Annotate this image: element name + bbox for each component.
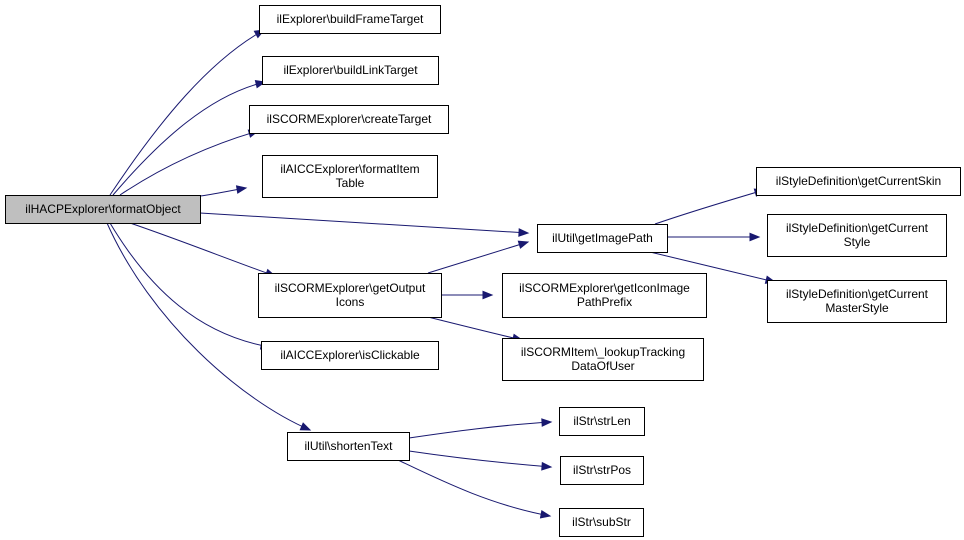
node-n14[interactable]: ilStyleDefinition\getCurrentSkin	[756, 167, 961, 196]
edge-n0-n8	[199, 212, 530, 237]
node-n7[interactable]: ilUtil\shortenText	[287, 432, 410, 461]
arrowhead	[518, 228, 530, 237]
edge-n5-n9	[441, 290, 494, 300]
edge-n0-n4	[199, 185, 248, 197]
edge-line	[106, 222, 311, 431]
arrowhead	[517, 240, 530, 249]
node-n6[interactable]: ilAICCExplorer\isClickable	[261, 341, 439, 370]
node-n1[interactable]: ilExplorer\buildFrameTarget	[259, 5, 441, 34]
node-box[interactable]	[249, 105, 449, 134]
node-label: ilAICCExplorer\formatItem	[280, 162, 419, 176]
node-box[interactable]	[287, 432, 410, 461]
node-n11[interactable]: ilStr\strLen	[559, 407, 645, 436]
edge-n0-n6	[109, 222, 272, 350]
node-label: ilStyleDefinition\getCurrent	[786, 287, 929, 301]
node-label: ilUtil\shortenText	[304, 439, 393, 453]
node-label: ilExplorer\buildLinkTarget	[283, 63, 418, 77]
edge-n0-n2	[112, 79, 267, 196]
node-n13[interactable]: ilStr\subStr	[559, 508, 644, 537]
node-label: MasterStyle	[825, 301, 889, 315]
edge-n7-n12	[408, 450, 553, 471]
edge-line	[119, 130, 259, 196]
arrowhead	[482, 290, 494, 300]
edge-n8-n14	[654, 188, 766, 225]
node-n8[interactable]: ilUtil\getImagePath	[537, 224, 668, 253]
edge-line	[397, 459, 551, 517]
node-label: ilSCORMExplorer\getIconImage	[519, 281, 690, 295]
node-n12[interactable]: ilStr\strPos	[560, 456, 644, 485]
arrowhead	[539, 510, 552, 519]
arrowhead	[541, 418, 553, 427]
edge-line	[199, 212, 529, 234]
edge-line	[112, 81, 266, 196]
node-label: ilExplorer\buildFrameTarget	[277, 12, 424, 26]
node-box[interactable]	[262, 155, 438, 198]
edge-line	[408, 450, 552, 468]
node-label: Style	[844, 235, 871, 249]
edge-n8-n15	[667, 232, 761, 242]
node-box[interactable]	[560, 456, 644, 485]
node-label: PathPrefix	[577, 295, 632, 309]
node-box[interactable]	[262, 56, 439, 85]
node-n2[interactable]: ilExplorer\buildLinkTarget	[262, 56, 439, 85]
edge-n0-n5	[129, 222, 277, 277]
arrowhead	[299, 422, 312, 431]
node-box[interactable]	[258, 273, 442, 318]
node-box[interactable]	[559, 407, 645, 436]
node-label: ilStr\strPos	[573, 463, 631, 477]
edge-n0-n3	[119, 129, 260, 196]
node-box[interactable]	[537, 224, 668, 253]
edge-line	[649, 251, 776, 283]
node-label: ilSCORMExplorer\createTarget	[267, 112, 432, 126]
node-label: ilHACPExplorer\formatObject	[25, 202, 181, 216]
arrowhead	[749, 232, 761, 242]
node-n0[interactable]: ilHACPExplorer\formatObject	[5, 195, 201, 224]
edge-n0-n1	[109, 29, 266, 196]
edge-n5-n8	[427, 240, 530, 274]
edge-line	[427, 241, 529, 274]
edge-n0-n7	[106, 222, 312, 431]
node-box[interactable]	[756, 167, 961, 196]
edge-n5-n10	[427, 316, 524, 343]
node-label: ilAICCExplorer\isClickable	[280, 348, 420, 362]
node-box[interactable]	[502, 338, 704, 381]
edge-line	[109, 222, 271, 348]
node-n3[interactable]: ilSCORMExplorer\createTarget	[249, 105, 449, 134]
edge-n7-n11	[408, 418, 553, 439]
node-label: ilStr\strLen	[573, 414, 630, 428]
node-label: Table	[336, 176, 365, 190]
edge-line	[654, 189, 765, 225]
node-label: ilSCORMExplorer\getOutput	[275, 281, 426, 295]
node-label: Icons	[336, 295, 365, 309]
node-label: ilSCORMItem\_lookupTracking	[521, 345, 685, 359]
edge-line	[427, 316, 523, 341]
node-box[interactable]	[767, 280, 947, 323]
node-box[interactable]	[502, 273, 707, 318]
node-box[interactable]	[767, 214, 947, 257]
arrowhead	[235, 185, 248, 194]
node-label: ilUtil\getImagePath	[552, 231, 653, 245]
edge-line	[129, 222, 276, 277]
node-box[interactable]	[5, 195, 201, 224]
node-box[interactable]	[559, 508, 644, 537]
edge-n7-n13	[397, 459, 552, 519]
node-box[interactable]	[259, 5, 441, 34]
node-label: ilStyleDefinition\getCurrentSkin	[776, 174, 941, 188]
edge-line	[408, 421, 552, 439]
node-label: ilStr\subStr	[572, 515, 631, 529]
node-label: ilStyleDefinition\getCurrent	[786, 221, 929, 235]
arrowhead	[541, 461, 553, 471]
node-box[interactable]	[261, 341, 439, 370]
nodes-layer: ilHACPExplorer\formatObject ilExplorer\bu…	[5, 5, 961, 537]
edge-line	[109, 29, 265, 196]
node-label: DataOfUser	[571, 359, 634, 373]
